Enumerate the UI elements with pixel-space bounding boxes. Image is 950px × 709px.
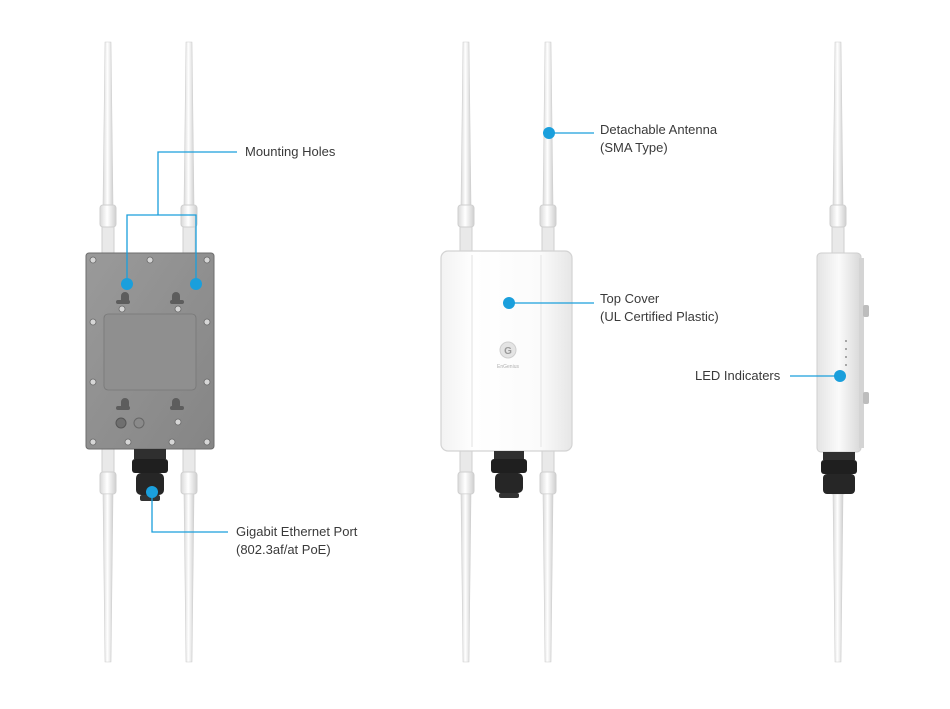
callout-dot-ethernet (146, 486, 158, 498)
callout-dot-antenna (543, 127, 555, 139)
callout-top-cover-line1: Top Cover (600, 291, 660, 306)
ethernet-gland-side (821, 452, 857, 494)
brand-logo: G EnGenius (497, 341, 519, 370)
callout-dot-mounting-right (190, 278, 202, 290)
callout-dot-led (834, 370, 846, 382)
antenna-back-top-right (180, 41, 198, 254)
antenna-front-top-left (457, 41, 475, 254)
antenna-front-bottom-left (457, 449, 475, 663)
logo-text: EnGenius (497, 364, 519, 370)
antenna-back-bottom-right (180, 447, 198, 663)
callout-dot-cover (503, 297, 515, 309)
keyhole-slots (116, 292, 184, 410)
callout-dots (121, 127, 846, 498)
callout-top-cover-line2: (UL Certified Plastic) (600, 309, 719, 324)
callout-antenna-line2: (SMA Type) (600, 140, 668, 155)
callout-ethernet-port-line1: Gigabit Ethernet Port (236, 524, 358, 539)
logo-letter: G (504, 346, 512, 357)
antenna-front-bottom-right (539, 449, 557, 663)
antenna-back-bottom-left (99, 447, 117, 663)
callout-led-line1: LED Indicaters (695, 368, 781, 383)
callout-ethernet-port: Gigabit Ethernet Port (802.3af/at PoE) (236, 523, 357, 559)
antenna-back-top-left (99, 41, 117, 254)
callout-top-cover: Top Cover (UL Certified Plastic) (600, 290, 719, 326)
side-view (816, 41, 869, 663)
side-housing (816, 252, 862, 453)
callout-antenna: Detachable Antenna (SMA Type) (600, 121, 717, 157)
callout-ethernet-port-line2: (802.3af/at PoE) (236, 542, 331, 557)
ethernet-gland-front (491, 451, 527, 498)
callout-mounting-holes: Mounting Holes (245, 143, 335, 161)
callout-mounting-holes-line1: Mounting Holes (245, 144, 336, 159)
front-view: G EnGenius (440, 41, 573, 663)
callout-antenna-line1: Detachable Antenna (600, 122, 718, 137)
antenna-side-top (829, 41, 847, 254)
callout-lines (126, 132, 840, 533)
callout-led: LED Indicaters (695, 367, 780, 385)
housing-screws (89, 256, 211, 446)
back-view (85, 41, 215, 663)
callout-dot-mounting-left (121, 278, 133, 290)
antenna-front-top-right (539, 41, 557, 254)
led-dots (845, 340, 847, 366)
